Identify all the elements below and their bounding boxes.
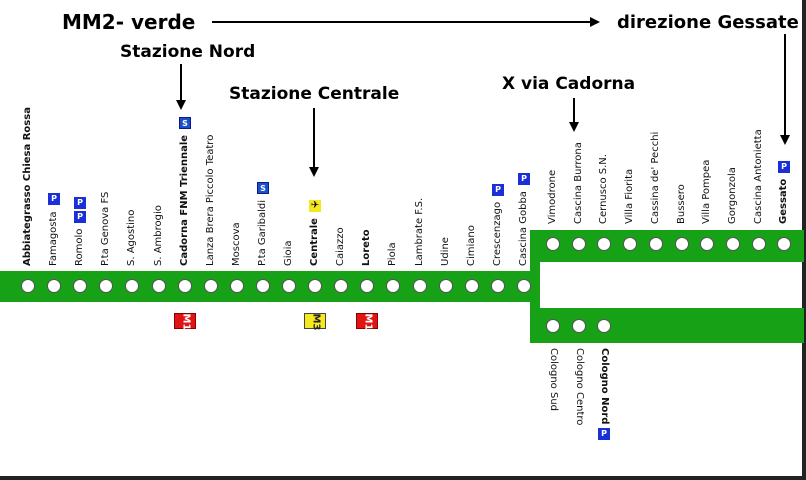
parking-icon: P [778,160,790,173]
station-stop-p-ta-garibaldi[interactable] [256,279,270,293]
station-stop-centrale[interactable] [308,279,322,293]
station-name: Lanza Brera Piccolo Teatro [205,134,216,266]
station-stop-villa-fiorita[interactable] [623,237,637,251]
station-name: Famagosta [48,211,59,266]
parking-icon: P [48,193,60,206]
station-stop-caiazzo[interactable] [334,279,348,293]
station-stop-gessato[interactable] [777,237,791,251]
interchange-m1-badge: M1 [356,313,378,330]
station-stop-cernusco-s-n[interactable] [597,237,611,251]
railway-icon: S [179,116,191,129]
station-stop-gorgonzola[interactable] [726,237,740,251]
airplane-icon: ✈ [309,200,321,213]
station-stop-cadorna-fnm-triennale[interactable] [178,279,192,293]
interchange-m1-badge: M1 [174,313,196,330]
station-name: Vimodrone [547,169,558,224]
direction-label: direzione Gessate [617,12,799,33]
station-name: Centrale [309,218,320,266]
station-name: Udine [440,237,451,266]
station-stop-piola[interactable] [386,279,400,293]
station-stop-s-ambrogio[interactable] [152,279,166,293]
station-stop-lambrate-f-s[interactable] [413,279,427,293]
station-name: Caiazzo [335,227,346,266]
station-stop-gioia[interactable] [282,279,296,293]
station-name: Gorgonzola [727,167,738,224]
station-stop-s-agostino[interactable] [125,279,139,293]
station-name: Romolo [74,228,85,266]
branch-junction [530,230,540,343]
station-name: Cologno Centro [574,348,585,426]
railway-icon: S [257,181,269,194]
station-name: Cascina Burrona [573,142,584,224]
via-cadorna-label: X via Cadorna [502,74,636,94]
station-name: Bussero [676,184,687,224]
parking-icon: P [598,428,610,441]
interchange-m3-badge: M3 [304,313,326,330]
station-name: Villa Fiorita [624,168,635,224]
station-name: Gioia [283,240,294,266]
station-name: Loreto [361,229,372,266]
station-name: Cernusco S.N. [598,154,609,224]
parking-icon: P [518,173,530,186]
parking-icon: P [74,210,86,223]
station-stop-lanza-brera-piccolo-teatro[interactable] [204,279,218,293]
station-name: S. Ambrogio [153,205,164,266]
station-name: Cologno Nord [599,348,610,425]
station-name: Cassina de' Pecchi [650,131,661,224]
parking-icon: P [74,196,86,209]
station-stop-loreto[interactable] [360,279,374,293]
station-name: Cimiano [466,225,477,266]
station-name: Villa Pompea [701,159,712,224]
station-name: P.ta Genova FS [100,191,111,266]
station-stop-bussero[interactable] [675,237,689,251]
station-name: S. Agostino [126,209,137,266]
station-stop-vimodrone[interactable] [546,237,560,251]
station-name: Cologno Sud [548,348,559,412]
station-name: Crescenzago [492,201,503,266]
station-stop-cascina-antonietta[interactable] [752,237,766,251]
station-stop-romolo[interactable] [73,279,87,293]
station-stop-cologno-nord[interactable] [597,319,611,333]
station-name: Gessato [778,178,789,224]
station-stop-cascina-burrona[interactable] [572,237,586,251]
line-title: MM2- verde [62,10,196,34]
stazione-nord-label: Stazione Nord [120,42,256,62]
station-name: Cadorna FNM Triennale [179,134,190,266]
station-name: P.ta Garibaldi [257,199,268,266]
station-stop-cologno-centro[interactable] [572,319,586,333]
station-stop-cascina-gobba[interactable] [517,279,531,293]
station-name: Abbiategrasso Chiesa Rossa [22,107,33,266]
parking-icon: P [492,183,504,196]
station-stop-udine[interactable] [439,279,453,293]
station-stop-crescenzago[interactable] [491,279,505,293]
stazione-centrale-label: Stazione Centrale [229,84,400,104]
station-name: Moscova [231,222,242,266]
station-stop-famagosta[interactable] [47,279,61,293]
station-stop-p-ta-genova-fs[interactable] [99,279,113,293]
station-stop-cimiano[interactable] [465,279,479,293]
station-name: Lambrate F.S. [414,197,425,266]
station-stop-moscova[interactable] [230,279,244,293]
station-stop-cassina-de-pecchi[interactable] [649,237,663,251]
station-name: Cascina Antonietta [753,129,764,224]
station-stop-villa-pompea[interactable] [700,237,714,251]
station-name: Cascina Gobba [518,191,529,266]
station-stop-abbiategrasso-chiesa-rossa[interactable] [21,279,35,293]
station-stop-cologno-sud[interactable] [546,319,560,333]
station-name: Piola [387,242,398,266]
